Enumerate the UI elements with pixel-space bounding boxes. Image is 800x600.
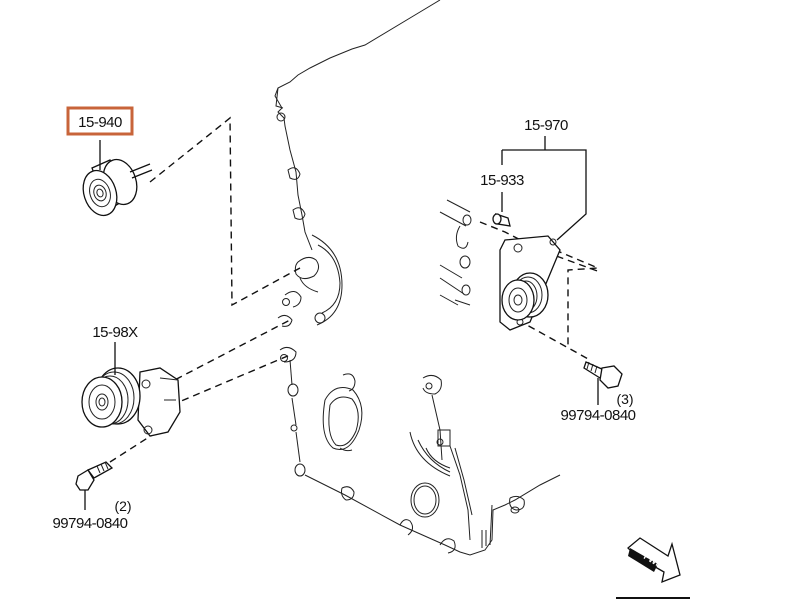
leader-15-970	[501, 136, 587, 241]
callout-99794-0840-right[interactable]: 99794-0840	[560, 407, 636, 424]
callout-99794-0840-left[interactable]: 99794-0840	[52, 515, 128, 532]
bolt-right[interactable]	[583, 361, 623, 389]
engine-cover	[274, 0, 561, 556]
callout-15-98X[interactable]: 15-98X	[92, 324, 138, 341]
tensioner-stud[interactable]	[492, 213, 511, 227]
callout-15-933[interactable]: 15-933	[480, 172, 524, 189]
callout-15-970[interactable]: 15-970	[524, 117, 568, 134]
quantity-bolt-left: (2)	[114, 498, 131, 514]
forward-arrow-icon: FWD	[627, 537, 681, 584]
auto-tensioner[interactable]	[81, 367, 181, 437]
idler-pulley[interactable]	[78, 140, 153, 220]
tensioner-assembly[interactable]	[492, 213, 561, 331]
quantity-bolt-right: (3)	[616, 391, 633, 407]
highlight-box	[66, 106, 134, 136]
bolt-left[interactable]	[75, 461, 114, 491]
callout-15-940[interactable]: 15-940	[78, 114, 122, 131]
